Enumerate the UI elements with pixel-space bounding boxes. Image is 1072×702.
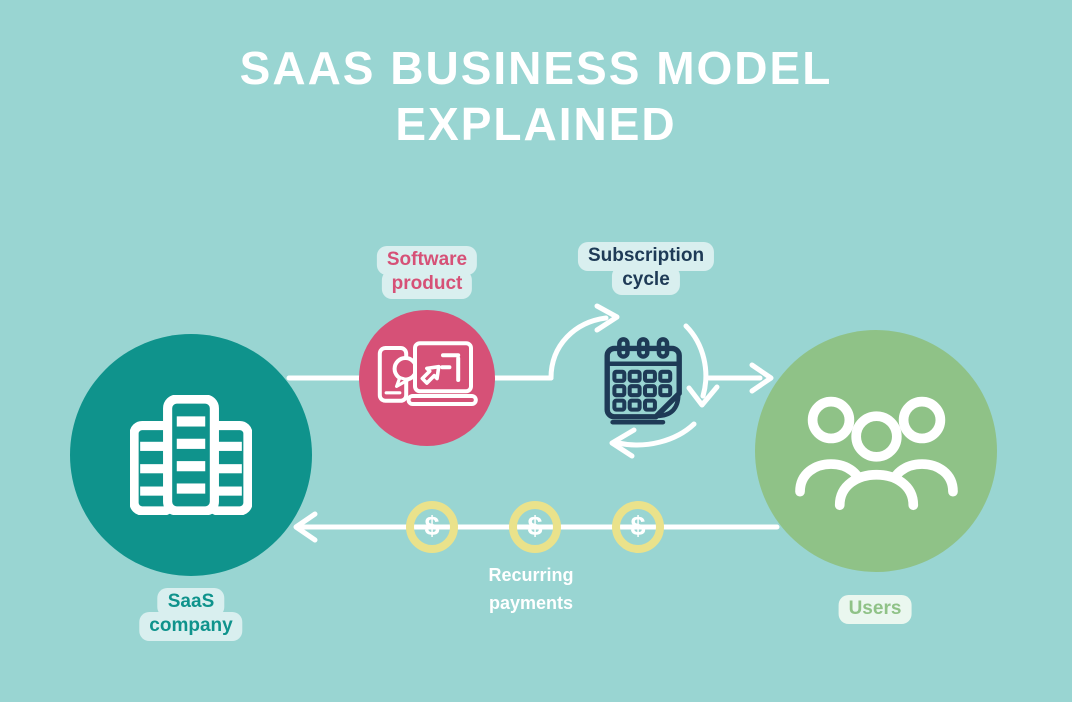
cycle-arc-bottom [615, 421, 697, 448]
software-product-label-line2: product [381, 270, 473, 299]
dollar-coin-icon: $ [406, 501, 458, 553]
users-label: Users [838, 595, 912, 624]
recurring-payments-label: Recurring payments [488, 561, 573, 617]
software-product-label: Software product [376, 246, 478, 299]
recurring-payments-label-line1: Recurring [488, 565, 574, 585]
page-title: SAAS BUSINESS MODEL EXPLAINED [0, 40, 1072, 152]
dollar-coin-icon: $ [509, 501, 561, 553]
users-group-icon [794, 396, 958, 510]
saas-company-node [70, 334, 312, 576]
phone-chat-laptop-icon [377, 341, 478, 406]
cycle-arrowhead-top [594, 303, 620, 333]
users-node [755, 330, 997, 572]
dollar-sign: $ [424, 510, 440, 541]
arrow-cycle-to-users-head [749, 362, 774, 394]
page-title-line2: EXPLAINED [395, 98, 677, 151]
calendar-icon [604, 337, 682, 425]
subscription-cycle-label-line2: cycle [612, 266, 680, 295]
saas-company-label-line2: company [139, 612, 243, 641]
dollar-sign: $ [630, 510, 646, 541]
users-label-line1: Users [838, 595, 912, 624]
arrow-users-to-company-head [293, 511, 318, 543]
cycle-arc-right [683, 323, 709, 399]
page-title-line1: SAAS BUSINESS MODEL [239, 42, 833, 94]
subscription-cycle-label-line1: Subscription [577, 242, 715, 271]
saas-company-label: SaaS company [139, 588, 243, 641]
dollar-sign: $ [527, 510, 543, 541]
subscription-cycle-label: Subscription cycle [577, 242, 715, 295]
dollar-coin-icon: $ [612, 501, 664, 553]
software-product-node [359, 310, 495, 446]
cycle-arrowhead-down [686, 384, 720, 408]
building-icon [130, 395, 252, 515]
cycle-arrowhead-left [609, 427, 637, 459]
recurring-payments-label-line2: payments [488, 593, 574, 613]
cycle-arc-top-left [548, 315, 609, 381]
